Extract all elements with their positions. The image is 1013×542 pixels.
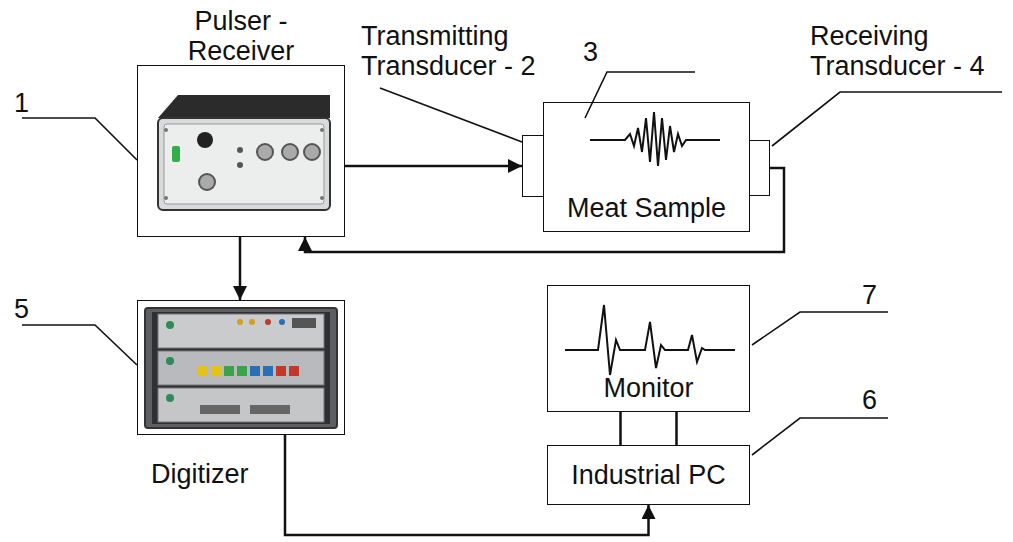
signal-connector — [345, 165, 522, 168]
leader-line — [380, 88, 522, 142]
echo-signal — [565, 305, 735, 375]
receiving-transducer: Receiving Transducer - 4 — [749, 140, 770, 196]
digitizer-rack — [145, 308, 337, 428]
pulser-receiver-box: Pulser - Receiver — [137, 65, 345, 237]
leader-line — [585, 72, 695, 118]
callout-number: 7 — [862, 280, 877, 310]
node-label: Monitor — [548, 373, 749, 403]
signal-connector — [305, 168, 784, 252]
industrial-pc-box: Industrial PC — [547, 445, 750, 505]
node-label: Industrial PC — [548, 460, 749, 490]
callout-number: 3 — [583, 37, 598, 67]
ultrasound-pulse — [590, 112, 720, 166]
transmitting-transducer: Transmitting Transducer - 2 — [522, 135, 544, 197]
callout-number: 5 — [14, 294, 29, 324]
leader-lines — [22, 72, 1002, 455]
signal-connector — [239, 237, 242, 300]
leader-line — [22, 325, 137, 365]
monitor-box: Monitor — [547, 285, 750, 412]
leader-line — [22, 118, 137, 160]
node-label: Transmitting Transducer - 2 — [361, 21, 549, 81]
signal-connector — [621, 412, 677, 445]
leader-line — [772, 92, 1002, 146]
leader-line — [752, 418, 888, 455]
meat-sample-box: Meat Sample — [543, 102, 750, 232]
node-label: Meat Sample — [544, 193, 749, 223]
node-label: Receiving Transducer - 4 — [810, 21, 1002, 81]
node-label: Pulser - Receiver — [176, 6, 306, 66]
callout-number: 1 — [14, 88, 29, 118]
leader-line — [752, 312, 888, 345]
callout-number: 6 — [862, 385, 877, 415]
node-label: Digitizer — [151, 459, 311, 489]
pulser-device — [158, 95, 330, 210]
digitizer-box: Digitizer — [137, 300, 345, 435]
